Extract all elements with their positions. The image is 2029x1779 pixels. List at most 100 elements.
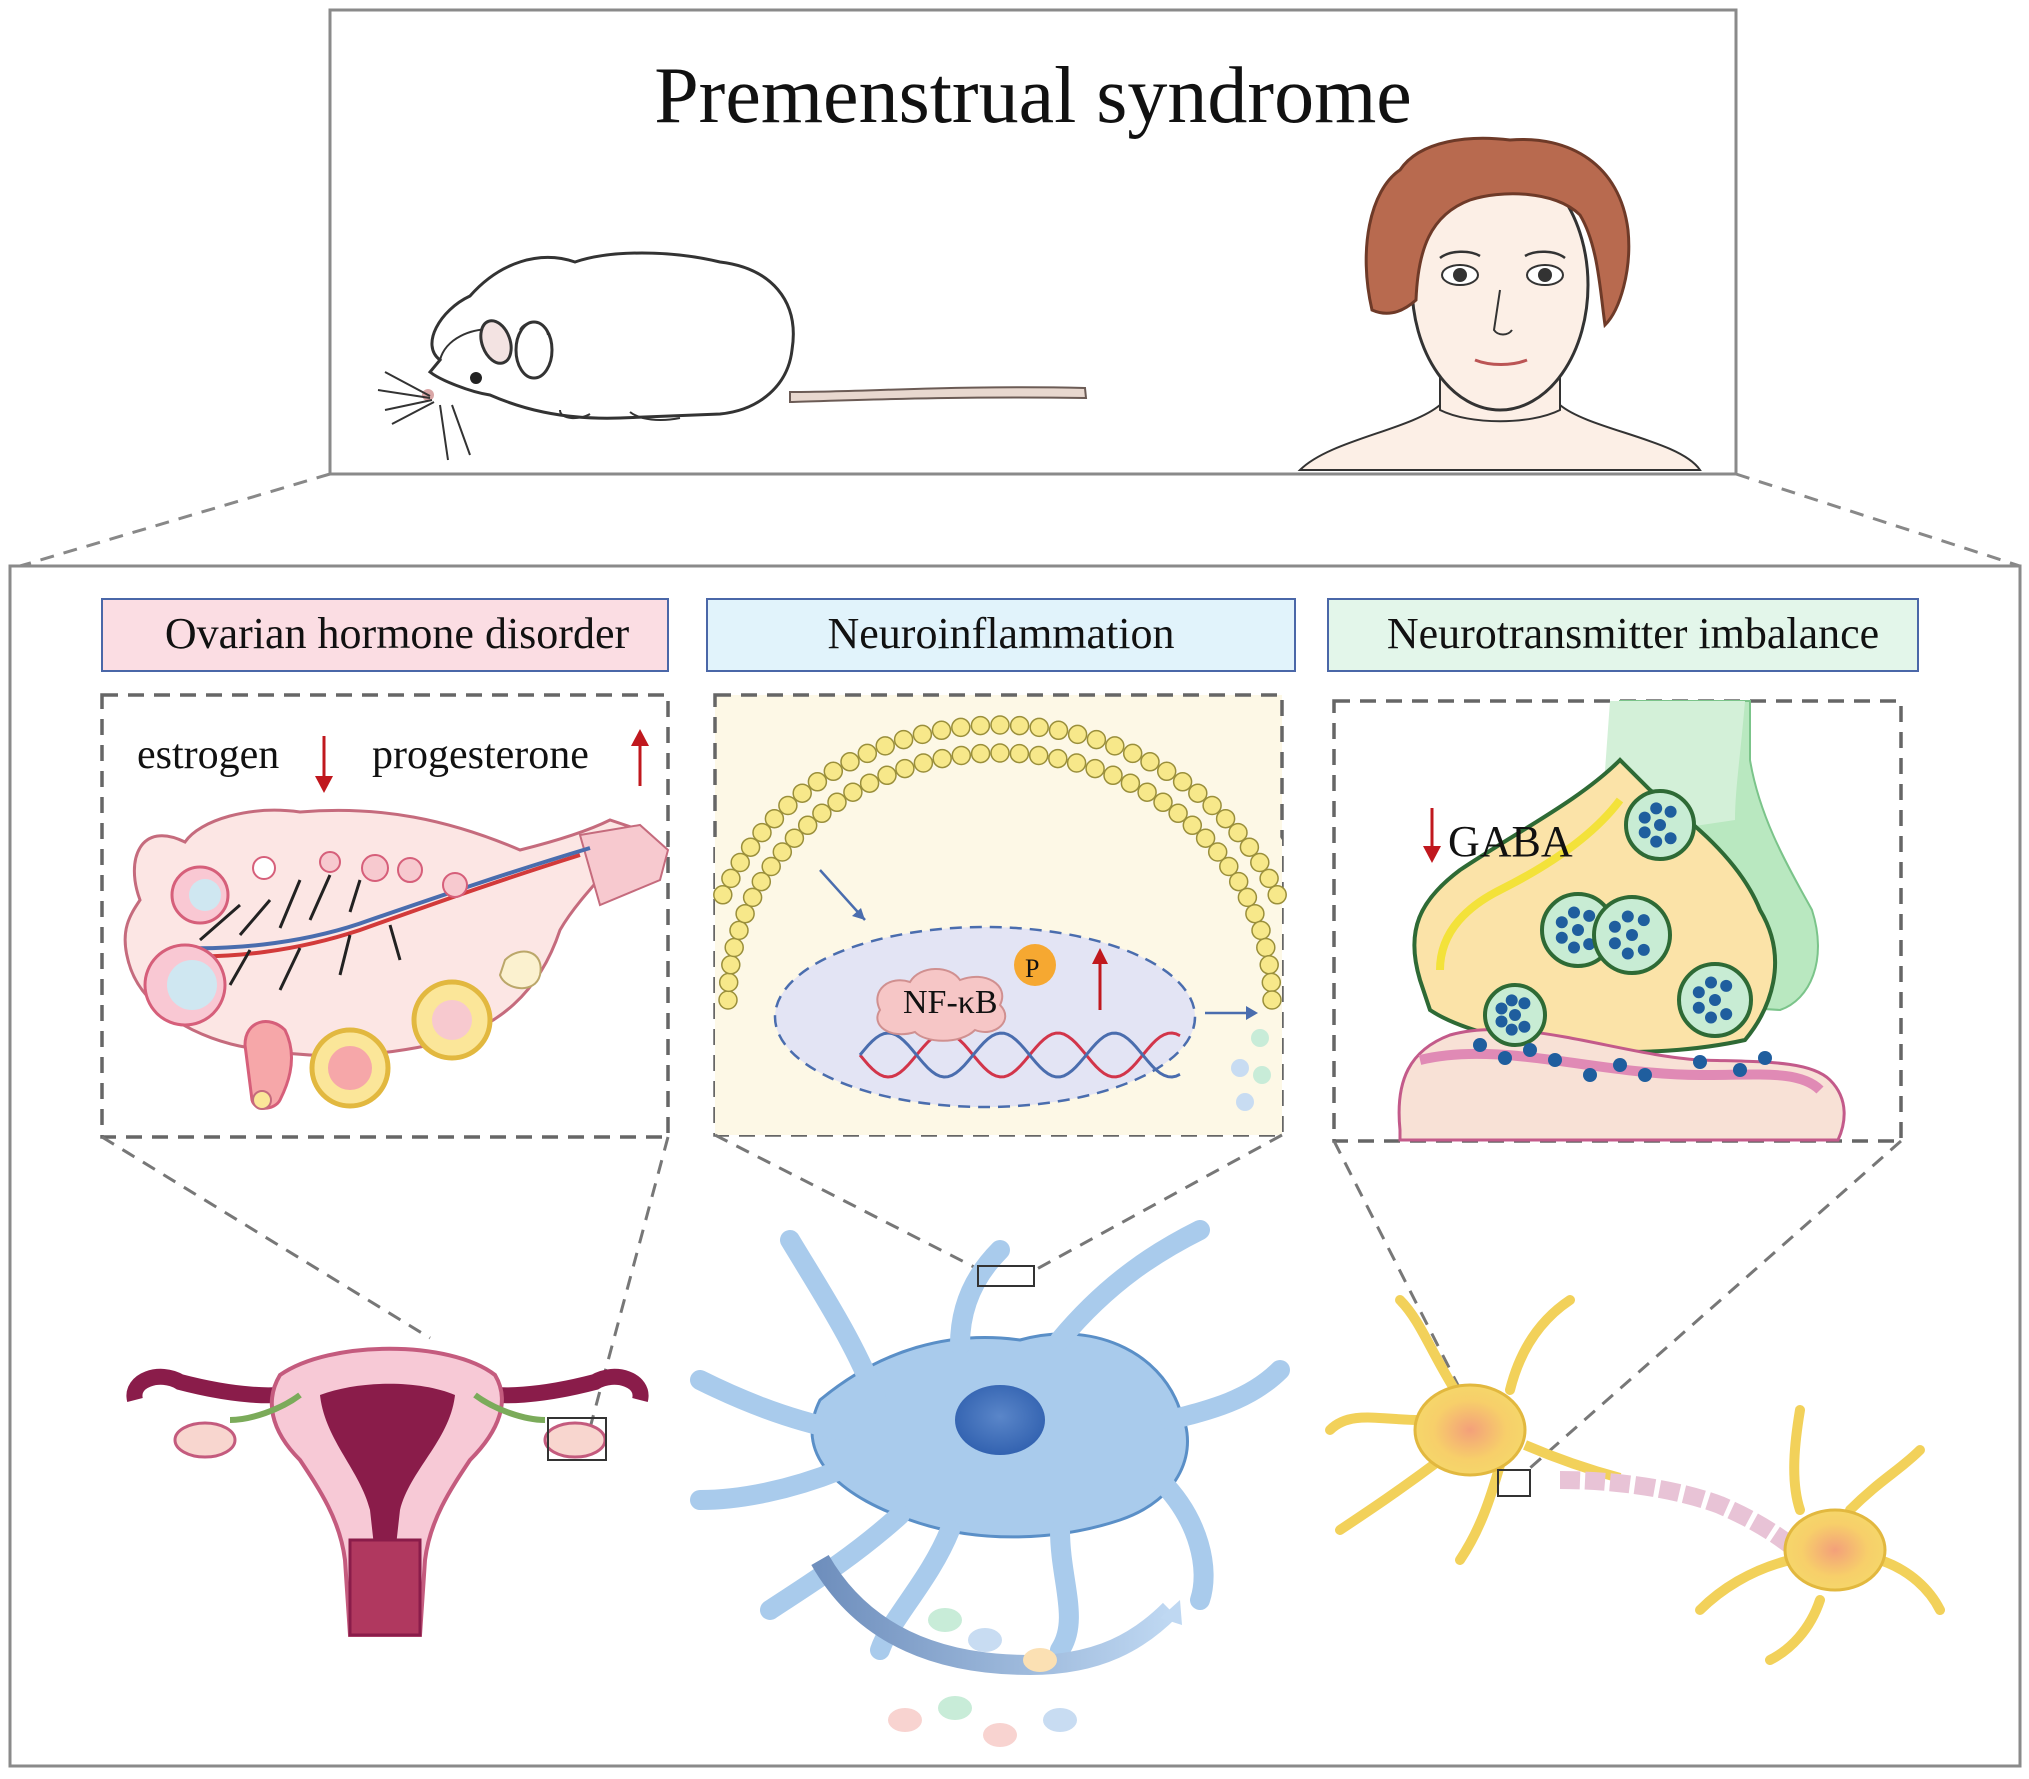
neurotransmitter-dot bbox=[1638, 826, 1651, 839]
neurotransmitter-dot bbox=[1509, 1009, 1521, 1021]
lipid-head bbox=[1172, 772, 1193, 792]
lipid-head bbox=[1137, 782, 1157, 802]
progesterone-up-arrowhead bbox=[631, 729, 649, 746]
neurotransmitter-dot bbox=[1720, 1008, 1733, 1021]
lipid-head bbox=[751, 871, 772, 892]
uterus-illustration bbox=[126, 1346, 649, 1637]
zoom-line-left bbox=[19, 472, 331, 568]
lipid-head bbox=[1259, 868, 1279, 889]
neurotransmitter-dot bbox=[1650, 802, 1663, 815]
lipid-head bbox=[932, 748, 952, 769]
neurotransmitter-dot bbox=[1720, 979, 1733, 992]
neurotransmitter-dot bbox=[1758, 1051, 1772, 1065]
lipid-head bbox=[1261, 972, 1282, 993]
phospho-circle bbox=[1014, 944, 1056, 986]
lipid-head bbox=[951, 717, 971, 738]
lipid-head bbox=[1103, 765, 1123, 786]
lipid-head bbox=[1168, 803, 1188, 824]
lipid-head bbox=[1140, 752, 1160, 772]
neurotransmitter-dot bbox=[1621, 947, 1634, 960]
gaba-down-arrowhead bbox=[1423, 846, 1441, 863]
synaptic-vesicles bbox=[1473, 789, 1772, 1082]
panel-title-bg-ovarian bbox=[101, 598, 669, 672]
lipid-head bbox=[1048, 748, 1068, 769]
neurotransmitter-dot bbox=[1626, 929, 1638, 941]
lipid-head bbox=[1105, 736, 1125, 756]
neurotransmitter-dot bbox=[1568, 906, 1580, 919]
lipid-head bbox=[1066, 753, 1087, 773]
lipid-head bbox=[859, 773, 880, 793]
panel-title-neuroinflammation: Neuroinflammation bbox=[827, 609, 1174, 658]
nfkb-up-arrowhead bbox=[1092, 948, 1108, 964]
lipid-head bbox=[772, 842, 793, 862]
neurotransmitter-dot bbox=[1495, 1002, 1508, 1015]
neurotransmitter-dot bbox=[1621, 910, 1634, 923]
estrogen-down-arrowhead bbox=[315, 776, 333, 793]
lipid-head bbox=[1029, 717, 1049, 738]
lipid-head bbox=[1267, 885, 1287, 905]
neuron-pair-illustration bbox=[1325, 1295, 1945, 1665]
neurotransmitter-dot bbox=[1692, 1001, 1705, 1014]
neurotransmitter-dot bbox=[1638, 811, 1651, 824]
lipid-head bbox=[1262, 990, 1282, 1010]
woman-illustration bbox=[1297, 136, 1702, 471]
neurotransmitter-dot bbox=[1693, 1055, 1707, 1069]
lipid-head bbox=[1237, 887, 1258, 908]
lipid-head bbox=[827, 792, 847, 813]
lipid-head bbox=[913, 753, 934, 773]
lipid-head bbox=[1009, 715, 1030, 736]
neurotransmitter-dot bbox=[1555, 931, 1568, 944]
lipid-head bbox=[843, 782, 863, 802]
panel-title-bg-neurotransmitter bbox=[1327, 598, 1919, 672]
zoom-line bbox=[101, 1135, 431, 1340]
lipid-head bbox=[807, 772, 828, 792]
synapse-zoom-box bbox=[1332, 699, 1903, 1143]
lipid-head bbox=[1228, 871, 1249, 892]
lipid-head bbox=[752, 822, 772, 843]
lipid-head bbox=[875, 736, 895, 756]
progesterone-label: progesterone bbox=[372, 732, 589, 778]
lipid-head bbox=[784, 828, 805, 848]
nfkb-label: NF-κB bbox=[903, 984, 998, 1021]
export-arrowhead bbox=[1246, 1006, 1258, 1020]
lipid-head bbox=[740, 837, 761, 857]
lipid-head bbox=[823, 761, 844, 782]
lipid-head bbox=[1086, 729, 1107, 750]
lipid-head bbox=[721, 868, 741, 889]
neurotransmitter-dot bbox=[1733, 1063, 1747, 1077]
lipid-head bbox=[970, 715, 991, 736]
lipid-head bbox=[730, 852, 750, 873]
phospho-label: P bbox=[1025, 954, 1039, 983]
lipid-head bbox=[764, 808, 785, 829]
neurotransmitter-dot bbox=[1572, 924, 1584, 936]
nfkb-complex bbox=[876, 944, 1056, 1042]
page-title: Premenstrual syndrome bbox=[654, 52, 1412, 140]
lipid-head bbox=[877, 765, 897, 786]
lipid-head bbox=[1245, 903, 1265, 924]
neurotransmitter-dot bbox=[1548, 1053, 1562, 1067]
gaba-label: GABA bbox=[1448, 817, 1573, 866]
neurotransmitter-dot bbox=[1568, 941, 1580, 954]
top-frame bbox=[328, 8, 1738, 476]
lipid-head bbox=[1195, 828, 1216, 848]
cytokine-release bbox=[811, 1554, 1182, 1747]
lipid-head bbox=[1188, 783, 1208, 803]
lipid-head bbox=[1251, 920, 1271, 941]
neurotransmitter-dot bbox=[1608, 937, 1621, 950]
neurotransmitter-dot bbox=[1637, 943, 1650, 956]
zoom-line bbox=[1332, 1140, 1502, 1469]
phospholipid-bilayer bbox=[713, 715, 1287, 1010]
ovary-zoom-box bbox=[100, 693, 670, 1139]
estrogen-label: estrogen bbox=[137, 732, 279, 778]
neurotransmitter-dot bbox=[1473, 1038, 1487, 1052]
neurotransmitter-dot bbox=[1495, 1015, 1508, 1028]
ovary-highlight-box bbox=[547, 1417, 607, 1461]
lipid-head bbox=[797, 815, 818, 836]
lipid-head bbox=[792, 783, 812, 803]
signal-arrowhead bbox=[852, 908, 865, 920]
lipid-head bbox=[970, 743, 991, 764]
lipid-head bbox=[729, 920, 749, 941]
lipid-head bbox=[1259, 955, 1279, 975]
panel-title-ovarian: Ovarian hormone disorder bbox=[165, 609, 630, 658]
microglia-highlight-box bbox=[977, 1265, 1035, 1287]
